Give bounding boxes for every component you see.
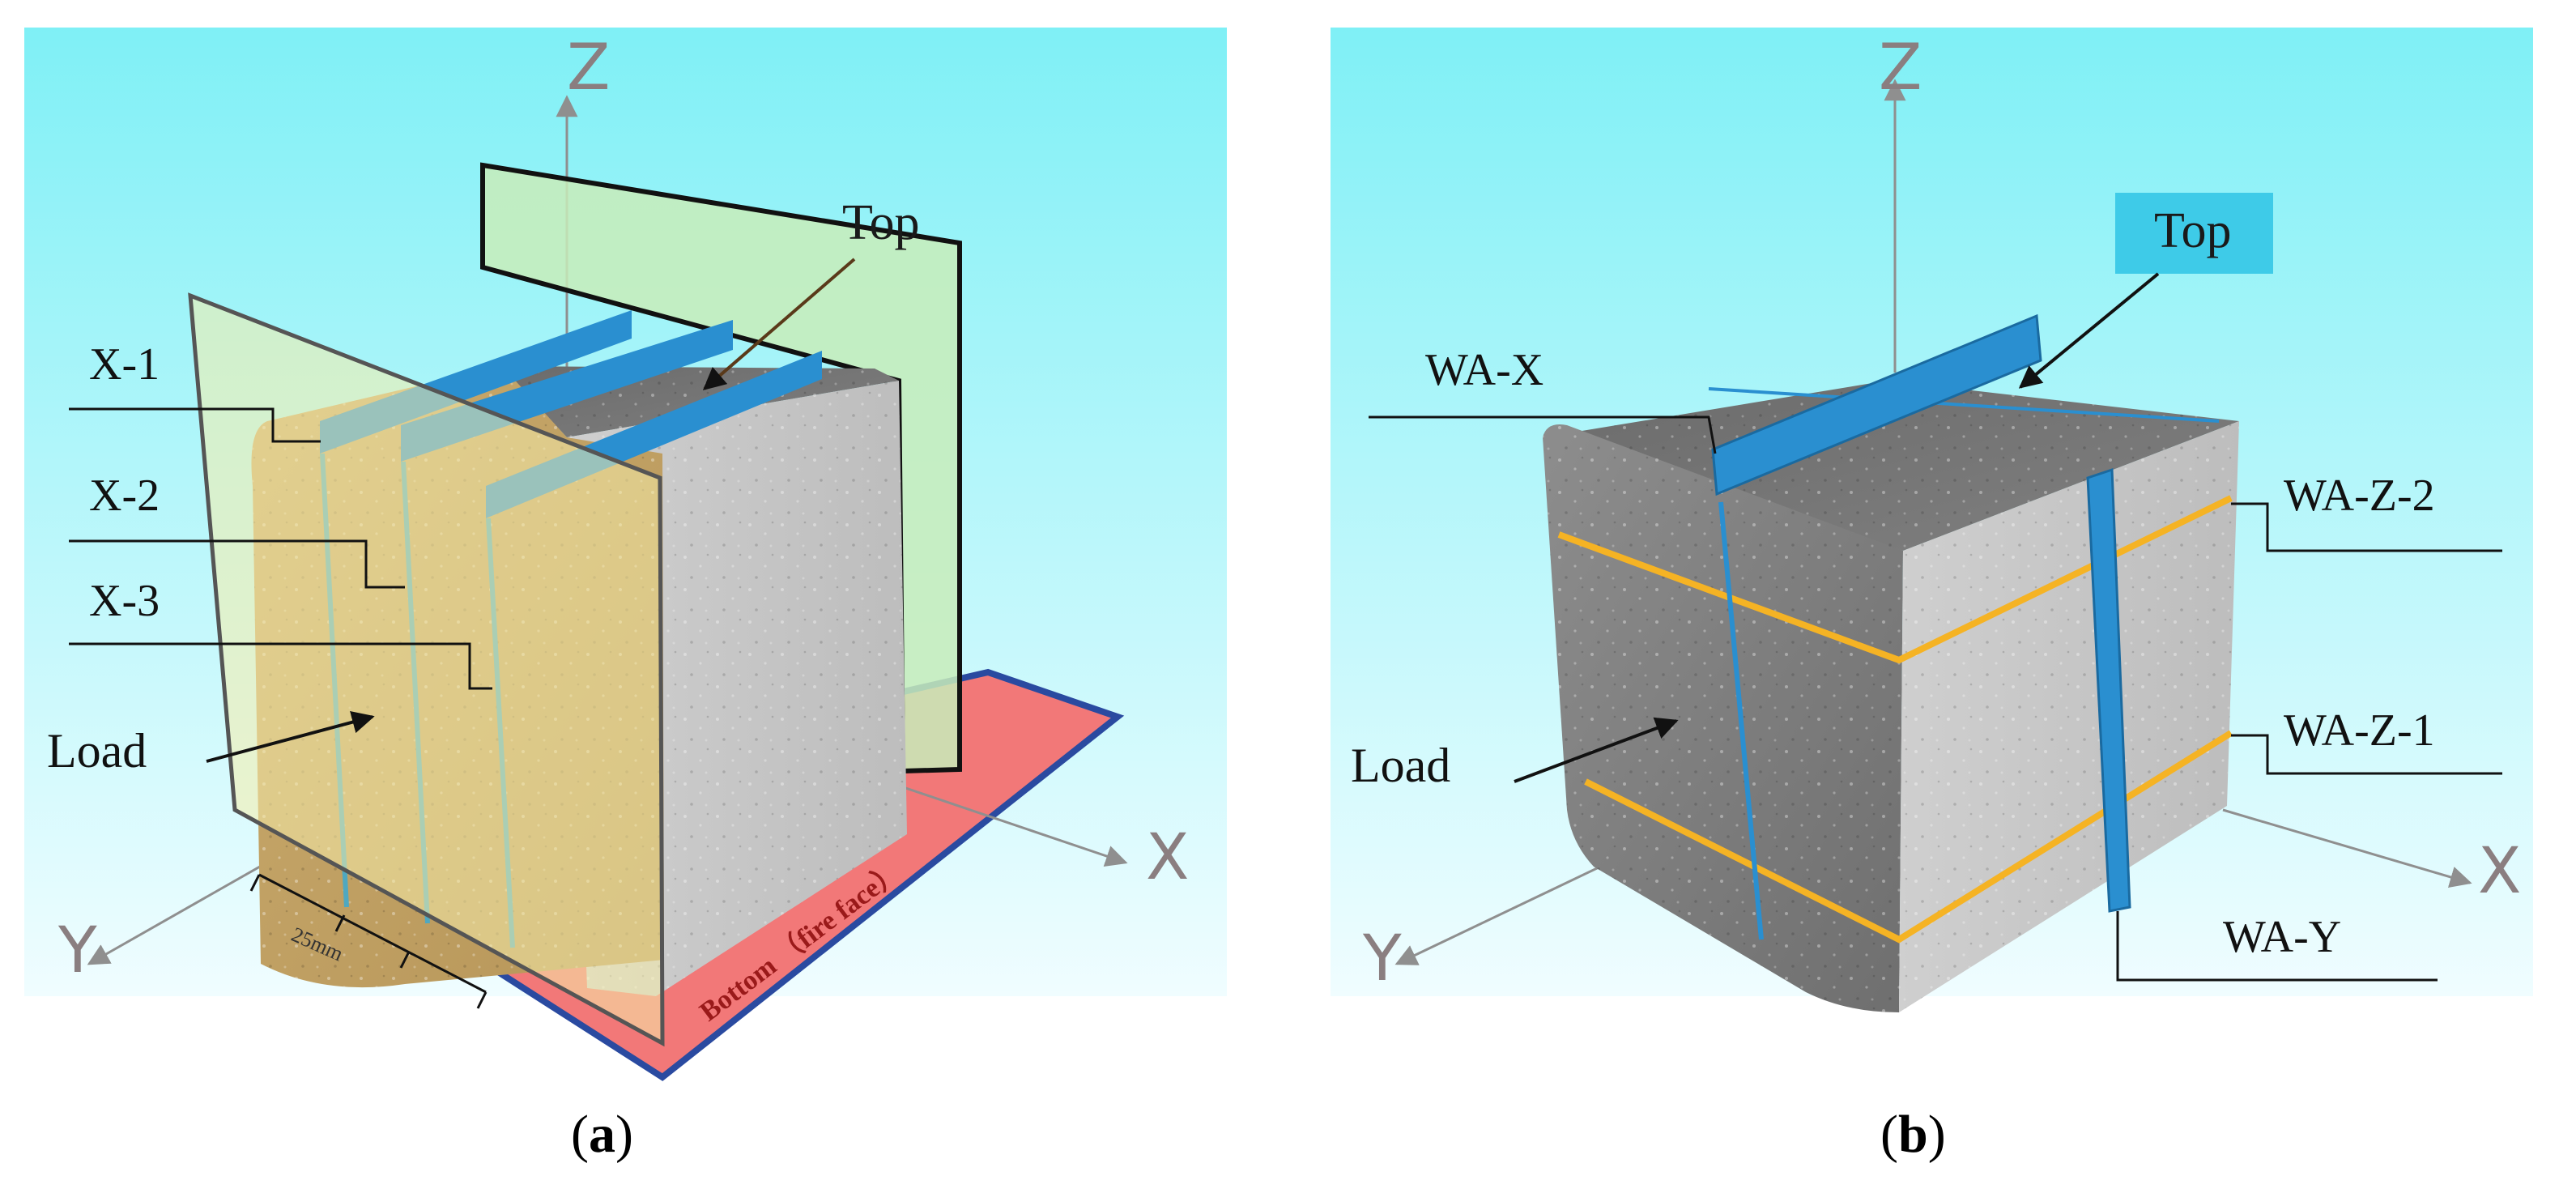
panel-b-top-arrow: [2018, 272, 2160, 389]
panel-b-top-label: Top: [2154, 203, 2232, 258]
panel-b-y-label: Y: [1362, 922, 1402, 995]
label-wa-y: WA-Y: [2223, 912, 2341, 962]
section-line-wa-z2: [1557, 495, 2233, 664]
label-wa-x: WA-X: [1425, 345, 1543, 395]
section-slab-wa-y: [2086, 467, 2131, 913]
cube-b-right-texture: [1899, 421, 2239, 1012]
panel-a-z-label: Z: [567, 32, 610, 104]
section-top-line-x: [1708, 387, 2220, 423]
front-section-plane: [188, 292, 665, 1047]
panel-b-load-arrow: [1514, 717, 1679, 783]
leader-wa-z1: [2231, 734, 2502, 775]
section-front-line-x: [1718, 501, 1764, 940]
leader-x3: [69, 642, 492, 690]
panel-a-load-arrow: [206, 711, 375, 763]
section-slab-wa-x: [1711, 313, 2042, 496]
label-wa-z1: WA-Z-1: [2284, 705, 2435, 756]
panel-a-caption: (a): [571, 1105, 633, 1164]
scale-tick-3: [399, 951, 411, 969]
leader-x1: [69, 407, 321, 443]
leader-wa-z2: [2231, 502, 2502, 552]
label-x1: X-1: [89, 339, 160, 390]
panel-a-y-label: Y: [57, 914, 97, 987]
label-x2: X-2: [89, 471, 160, 521]
panel-b-x-label: X: [2478, 835, 2521, 908]
cube-b-front-texture: [1543, 424, 1903, 1012]
panel-a-top-arrow: [702, 258, 856, 390]
panel-b-top-box: [2115, 193, 2273, 274]
scale-tick-1: [249, 874, 261, 892]
leader-wa-x: [1369, 415, 1717, 454]
panel-a-load-label: Load: [47, 724, 147, 778]
scale-tick-2: [334, 914, 346, 932]
panel-b: Z X Y Top WA-X WA-Z-2 WA-Z: [1331, 28, 2533, 1164]
label-wa-z2: WA-Z-2: [2284, 471, 2435, 521]
panel-a-top-label: Top: [842, 195, 920, 250]
leader-wa-y: [2116, 911, 2438, 982]
panel-b-caption: (b): [1880, 1105, 1946, 1164]
panel-b-x-axis: [2222, 808, 2472, 888]
cube-b-top-texture: [1543, 381, 2239, 551]
panel-b-z-label: Z: [1879, 32, 1922, 104]
scale-tick-4: [476, 991, 488, 1009]
panel-b-load-label: Load: [1351, 739, 1450, 792]
panel-a-x-label: X: [1146, 821, 1189, 894]
scale-bar: [258, 873, 487, 994]
panel-a: Z Bottom （fire face） X Y: [24, 28, 1227, 1164]
panel-a-x-axis: [874, 776, 1128, 867]
leader-x2: [69, 539, 405, 589]
label-x3: X-3: [89, 576, 160, 626]
